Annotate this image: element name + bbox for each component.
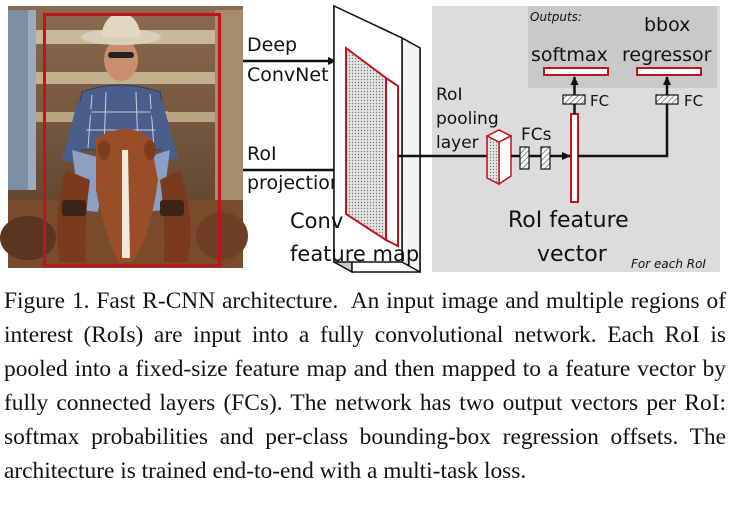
softmax-fc-label: FC <box>590 92 609 110</box>
caption-title: Fast R-CNN architecture. <box>96 288 339 314</box>
deep-convnet-label-line1: Deep <box>247 34 297 56</box>
bbox-branch-line <box>578 104 669 158</box>
roi-pooled-feature-map <box>485 129 513 186</box>
roi-feature-vector-label-line2: vector <box>537 242 608 267</box>
roi-feature-vector-label-line1: RoI feature <box>508 208 629 233</box>
roi-pooling-label-line1: RoI <box>436 85 462 105</box>
conv-feature-map <box>333 4 421 274</box>
roi-feature-vector <box>570 113 579 203</box>
deep-convnet-label-line2: ConvNet <box>247 64 329 86</box>
figure-caption: Figure 1. Fast R-CNN architecture. An in… <box>4 284 726 488</box>
bbox-regressor-label-line2: regressor <box>622 44 712 66</box>
fcs-label: FCs <box>521 125 552 145</box>
softmax-fc-layer <box>562 94 586 105</box>
projected-roi-region <box>345 46 387 242</box>
outputs-label: Outputs: <box>530 10 582 24</box>
fast-rcnn-architecture-diagram: Deep ConvNet RoI projection Conv feature… <box>0 4 720 274</box>
conv-feature-map-label-line1: Conv <box>290 209 343 233</box>
softmax-output-vector <box>543 67 609 76</box>
roi-pooling-label-line3: layer <box>436 133 479 153</box>
caption-label: Figure 1. <box>4 288 90 314</box>
fc-layer-1 <box>519 146 530 170</box>
caption-body: An input image and multiple regions of i… <box>4 288 727 484</box>
bbox-regressor-label-line1: bbox <box>644 14 690 36</box>
roi-bounding-box <box>43 13 221 267</box>
input-image <box>0 6 248 268</box>
conv-feature-map-label-line2: feature map <box>290 242 419 266</box>
for-each-roi-label: For each RoI <box>631 257 706 271</box>
softmax-label: softmax <box>531 44 608 66</box>
bbox-fc-label: FC <box>684 92 703 110</box>
fc-layer-2 <box>540 146 551 170</box>
bbox-fc-layer <box>655 94 679 105</box>
bbox-output-vector <box>636 67 702 76</box>
roi-pooling-label-line2: pooling <box>436 109 499 129</box>
roi-projection-label-line2: projection <box>247 172 342 194</box>
roi-projection-label-line1: RoI <box>247 143 277 165</box>
